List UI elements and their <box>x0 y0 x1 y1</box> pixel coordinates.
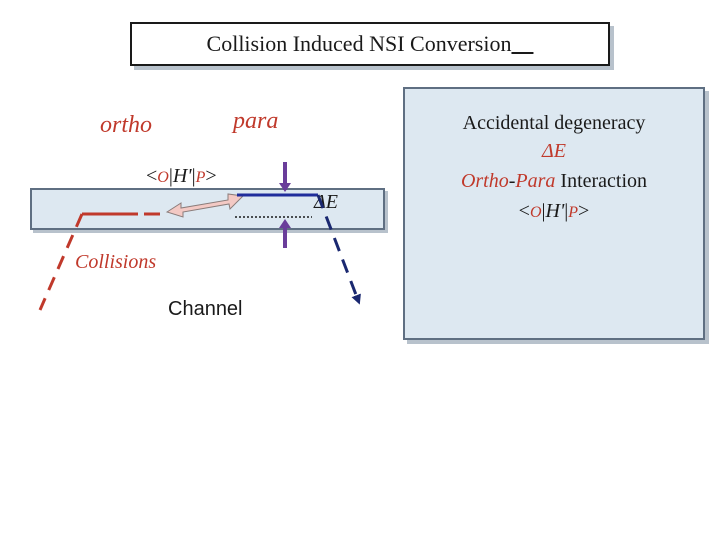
info-line-interaction: Ortho-Para Interaction <box>460 170 648 192</box>
info-line-delta-e: ΔE <box>542 140 566 162</box>
channel-label: Channel <box>168 298 243 320</box>
delta-e-arrowhead-top <box>279 183 291 192</box>
collisions-label: Collisions <box>75 251 157 273</box>
info-line-matrix-element: <O|H'|P> <box>518 200 590 222</box>
title-box: Collision Induced NSI Conversion <box>130 22 610 66</box>
channel-bar <box>30 188 385 230</box>
info-box <box>403 87 705 340</box>
collision-path-dashed <box>38 213 84 311</box>
para-label: para <box>233 108 279 134</box>
matrix-element-label: <O|H'|P> <box>146 165 217 187</box>
title-text: Collision Induced NSI Conversion <box>206 31 512 56</box>
ortho-label: ortho <box>100 112 153 138</box>
coupling-double-arrow <box>165 193 245 218</box>
delta-e-arrowhead-bottom <box>279 219 291 228</box>
info-line-degeneracy: Accidental degeneracy <box>462 112 646 134</box>
para-collision-path-dashed <box>316 194 361 305</box>
